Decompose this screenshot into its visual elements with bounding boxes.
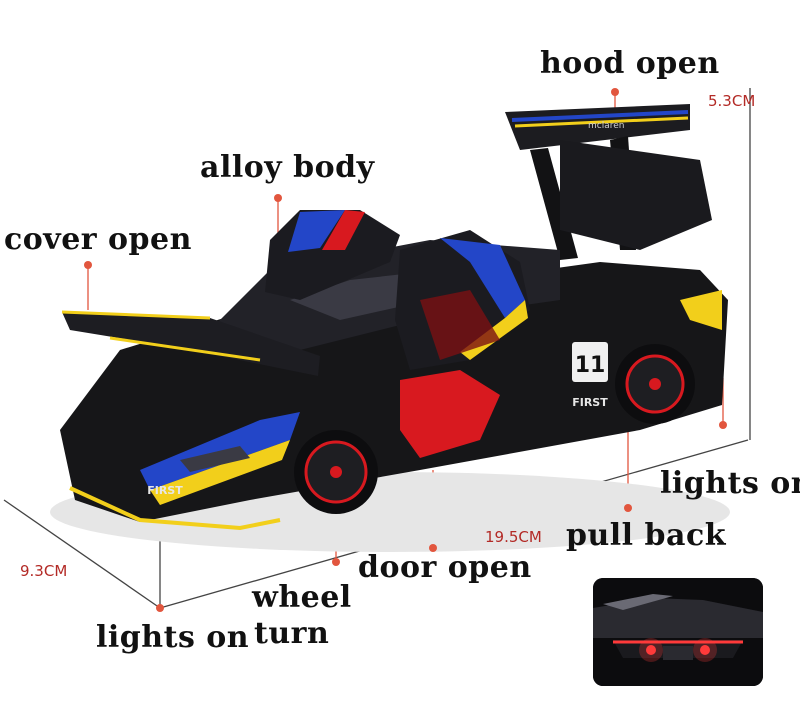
label-lights-on-right: lights on xyxy=(660,466,800,501)
car-number: 11 xyxy=(575,353,606,378)
car-body: 11 FIRST FIRST xyxy=(60,210,728,531)
rear-wing: mclaren xyxy=(505,104,712,260)
label-pull-back: pull back xyxy=(566,518,726,553)
side-sponsor: FIRST xyxy=(572,396,608,409)
dimension-length: 19.5CM xyxy=(485,528,542,546)
front-sponsor: FIRST xyxy=(147,484,183,497)
dimension-height: 5.3CM xyxy=(708,92,756,110)
callout-dots xyxy=(84,88,727,612)
label-alloy-body: alloy body xyxy=(200,150,375,185)
wing-text: mclaren xyxy=(588,121,624,131)
rear-lights-inset xyxy=(593,578,763,686)
label-lights-on-left: lights on xyxy=(96,620,250,655)
width-line xyxy=(3,499,161,609)
number-panel xyxy=(572,342,608,382)
label-door-open: door open xyxy=(358,550,532,585)
rear-lights-image xyxy=(593,578,763,686)
label-wheel: wheel xyxy=(252,580,352,615)
label-hood-open: hood open xyxy=(540,46,720,81)
front-wheel xyxy=(294,430,378,514)
label-turn: turn xyxy=(254,616,330,651)
dimension-width: 9.3CM xyxy=(20,562,68,580)
rear-wheel xyxy=(615,344,695,424)
label-cover-open: cover open xyxy=(4,222,192,257)
